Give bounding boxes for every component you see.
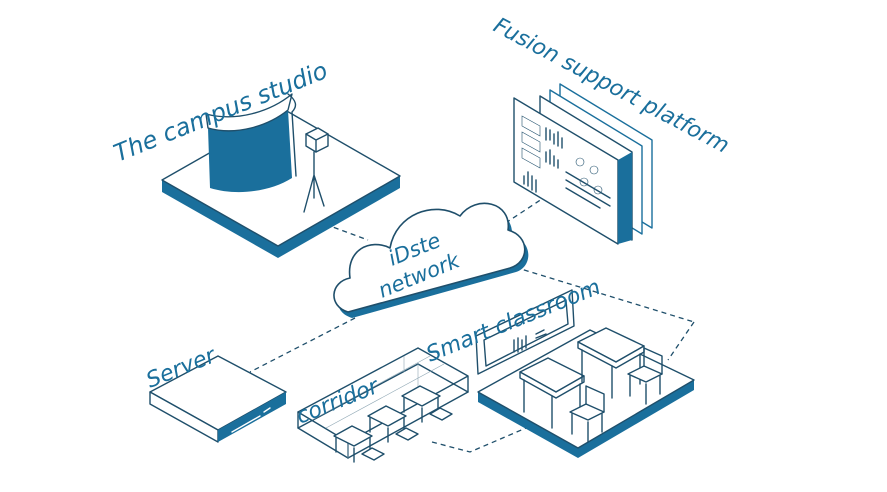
studio-backdrop-top <box>205 93 293 132</box>
campus-studio-group <box>161 93 401 258</box>
camera-lens <box>305 133 329 153</box>
link-corridor-classroom <box>431 421 541 453</box>
studio-backdrop-edge <box>287 93 297 177</box>
classroom-platform-side <box>478 380 694 458</box>
corridor-stool-2 <box>395 427 419 441</box>
smart-board-frame <box>483 299 569 367</box>
idste-network-cloud: iDste network <box>333 202 529 318</box>
studio-backdrop <box>208 110 292 193</box>
link-cloud-classroom <box>497 261 695 323</box>
fusion-panel-edge <box>618 152 632 244</box>
corridor-desk-3 <box>401 385 441 407</box>
server-slot <box>231 407 271 433</box>
smart-board-chart <box>513 329 547 353</box>
cloud-shape <box>333 202 526 313</box>
link-classroom-right <box>667 321 695 361</box>
link-cloud-server <box>249 317 356 373</box>
corridor-desk-2 <box>367 405 407 427</box>
corridor-ghost-lines <box>311 355 445 458</box>
smart-classroom-group <box>475 289 695 458</box>
fusion-platform-group <box>513 83 653 245</box>
studio-platform-side <box>162 176 400 258</box>
server-group <box>149 355 287 443</box>
corridor-desk-1 <box>333 425 373 447</box>
smart-board <box>475 289 575 375</box>
corridor-stool-1 <box>361 447 385 461</box>
camera-tripod <box>303 151 325 213</box>
corridor-group <box>297 347 469 463</box>
fusion-screen-widgets <box>521 115 611 209</box>
corridor-stool-3 <box>429 407 453 421</box>
